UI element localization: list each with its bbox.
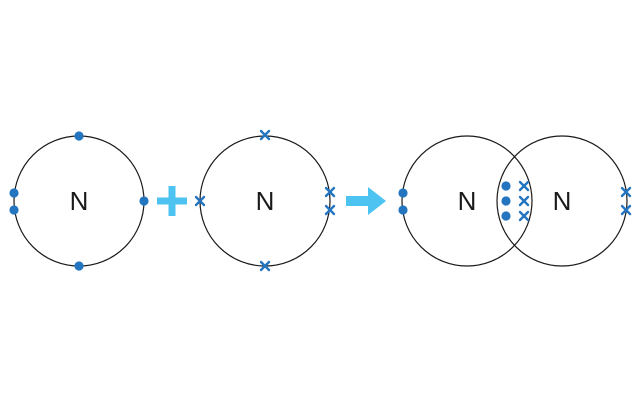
atom-left-symbol: N — [70, 186, 89, 216]
shared-electron-dot — [501, 196, 511, 206]
arrow-right-icon — [346, 187, 386, 215]
shared-electron-dot — [501, 211, 511, 221]
electron-cross — [324, 186, 336, 198]
molecule-product: N N — [398, 135, 632, 267]
electron-dot — [398, 188, 408, 198]
plus-icon — [157, 186, 187, 216]
shared-electron-cross — [518, 180, 530, 192]
shared-electron-dot — [501, 181, 511, 191]
atom-product-left-symbol: N — [458, 186, 477, 216]
shell-product-left — [401, 135, 533, 267]
atom-left: N — [9, 131, 149, 271]
shell-product-right — [496, 135, 628, 267]
electron-cross — [259, 129, 271, 141]
electron-dot — [74, 131, 84, 141]
electron-cross — [194, 195, 206, 207]
electron-dot — [139, 196, 149, 206]
shared-electron-cross — [518, 210, 530, 222]
electron-cross — [620, 186, 632, 198]
electron-cross — [324, 204, 336, 216]
electron-dot — [9, 188, 19, 198]
electron-dot — [74, 261, 84, 271]
electron-dot — [398, 205, 408, 215]
electron-dot — [9, 205, 19, 215]
shared-electron-cross — [518, 195, 530, 207]
electron-cross — [259, 260, 271, 272]
atom-middle-symbol: N — [256, 186, 275, 216]
atom-product-right-symbol: N — [553, 186, 572, 216]
electron-cross — [620, 204, 632, 216]
atom-middle: N — [194, 129, 336, 272]
